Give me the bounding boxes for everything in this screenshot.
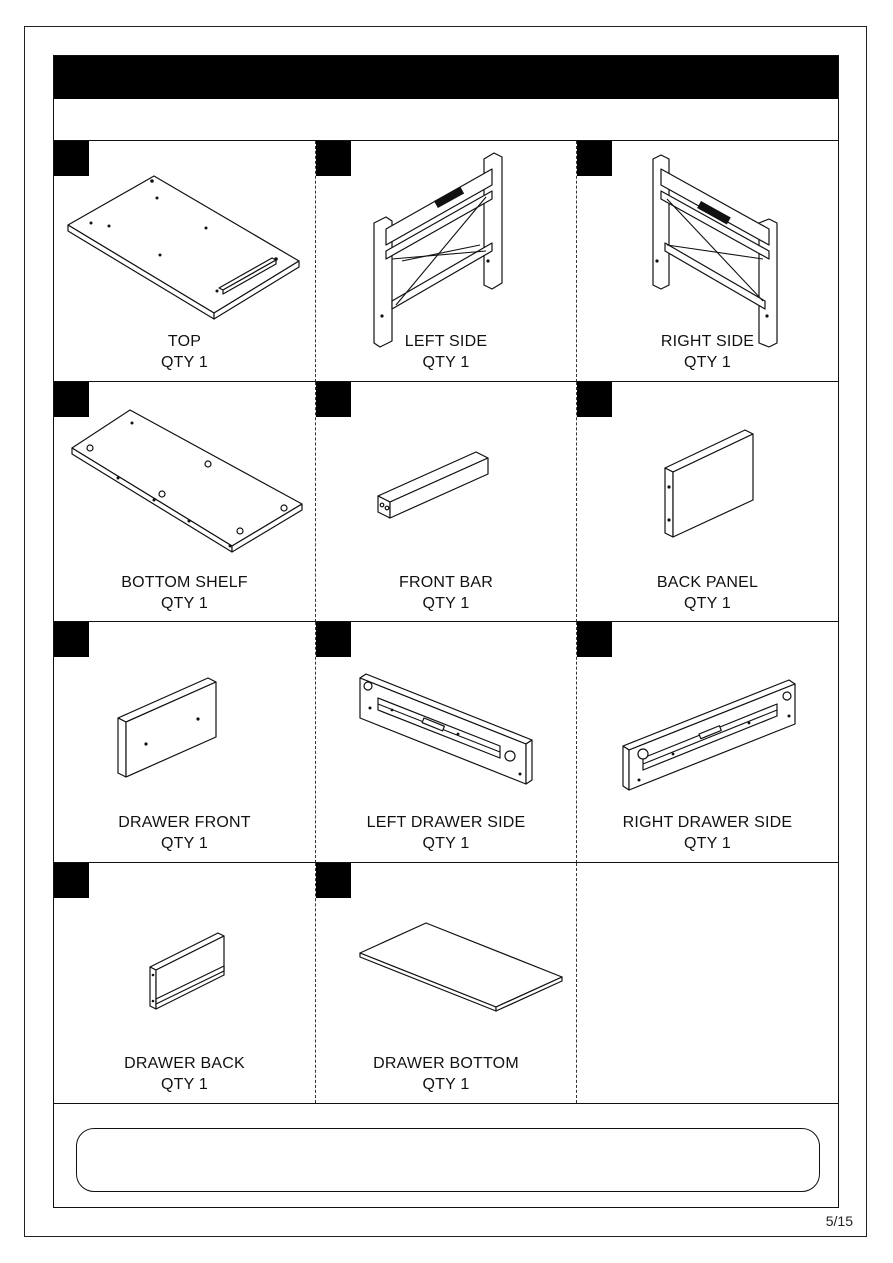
part-tag (316, 622, 351, 657)
right-side-frame-icon (652, 154, 778, 348)
part-label: TOP QTY 1 (54, 331, 315, 373)
part-label: FRONT BAR QTY 1 (316, 572, 576, 614)
part-qty: QTY 1 (161, 835, 208, 852)
part-tag (54, 863, 89, 898)
part-label: RIGHT DRAWER SIDE QTY 1 (577, 812, 838, 854)
part-name: RIGHT SIDE (660, 333, 755, 350)
parts-grid: TOP QTY 1 LEFT SIDE QTY 1 (54, 141, 838, 1103)
notes-panel (54, 1103, 838, 1207)
part-label: DRAWER FRONT QTY 1 (54, 812, 315, 854)
part-qty: QTY 1 (161, 595, 208, 612)
part-qty: QTY 1 (422, 1076, 470, 1093)
part-name: BOTTOM SHELF (121, 574, 248, 591)
part-tag (577, 141, 612, 176)
notes-box (76, 1128, 820, 1192)
right-drawer-side-icon (622, 679, 796, 791)
part-qty: QTY 1 (422, 835, 470, 852)
part-name: DRAWER BOTTOM (373, 1055, 519, 1072)
empty-cell (577, 863, 838, 1103)
part-name: FRONT BAR (399, 574, 493, 591)
part-label: LEFT DRAWER SIDE QTY 1 (316, 812, 576, 854)
part-label: DRAWER BOTTOM QTY 1 (316, 1053, 576, 1095)
part-name: TOP (167, 333, 202, 350)
part-cell-drawer-front: DRAWER FRONT QTY 1 (54, 622, 316, 863)
page-number: 5/15 (825, 1213, 853, 1229)
part-label: DRAWER BACK QTY 1 (54, 1053, 315, 1095)
part-label: BACK PANEL QTY 1 (577, 572, 838, 614)
part-cell-top: TOP QTY 1 (54, 141, 316, 382)
part-name: BACK PANEL (656, 574, 759, 591)
part-cell-right-side: RIGHT SIDE QTY 1 (577, 141, 838, 382)
left-drawer-side-icon (359, 673, 533, 785)
left-side-frame-icon (373, 152, 503, 348)
part-tag (577, 622, 612, 657)
header-bar (54, 56, 838, 99)
parts-list-sheet: TOP QTY 1 LEFT SIDE QTY 1 (53, 55, 839, 1208)
part-cell-back-panel: BACK PANEL QTY 1 (577, 382, 838, 622)
part-cell-bottom-shelf: BOTTOM SHELF QTY 1 (54, 382, 316, 622)
drawer-bottom-icon (359, 922, 563, 1012)
page-frame (24, 26, 867, 1237)
part-qty: QTY 1 (161, 1076, 208, 1093)
part-tag (316, 863, 351, 898)
part-name: DRAWER FRONT (118, 814, 251, 831)
part-qty: QTY 1 (422, 595, 470, 612)
front-bar-icon (377, 451, 489, 519)
part-cell-front-bar: FRONT BAR QTY 1 (316, 382, 577, 622)
part-name: DRAWER BACK (124, 1055, 245, 1072)
part-qty: QTY 1 (684, 835, 731, 852)
part-label: LEFT SIDE QTY 1 (316, 331, 576, 373)
part-cell-left-drawer-side: LEFT DRAWER SIDE QTY 1 (316, 622, 577, 863)
part-cell-right-drawer-side: RIGHT DRAWER SIDE QTY 1 (577, 622, 838, 863)
part-tag (577, 382, 612, 417)
bottom-shelf-icon (71, 409, 303, 553)
part-tag (316, 141, 351, 176)
subheader (54, 99, 838, 141)
part-cell-drawer-back: DRAWER BACK QTY 1 (54, 863, 316, 1103)
part-label: RIGHT SIDE QTY 1 (577, 331, 838, 373)
part-cell-drawer-bottom: DRAWER BOTTOM QTY 1 (316, 863, 577, 1103)
part-qty: QTY 1 (422, 354, 470, 371)
part-tag (54, 382, 89, 417)
drawer-back-icon (149, 932, 225, 1010)
part-tag (54, 622, 89, 657)
part-tag (316, 382, 351, 417)
part-qty: QTY 1 (684, 595, 731, 612)
part-cell-left-side: LEFT SIDE QTY 1 (316, 141, 577, 382)
part-qty: QTY 1 (161, 354, 208, 371)
drawer-front-icon (117, 677, 217, 778)
part-qty: QTY 1 (684, 354, 731, 371)
part-label: BOTTOM SHELF QTY 1 (54, 572, 315, 614)
tabletop-icon (67, 175, 300, 320)
part-tag (54, 141, 89, 176)
back-panel-icon (664, 429, 754, 538)
part-name: LEFT DRAWER SIDE (366, 814, 526, 831)
part-name: LEFT SIDE (404, 333, 488, 350)
part-name: RIGHT DRAWER SIDE (622, 814, 793, 831)
